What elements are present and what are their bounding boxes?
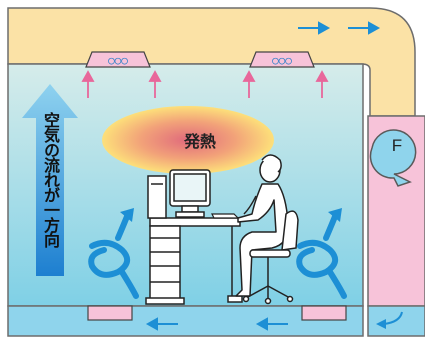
airflow-direction-arrow [22, 84, 78, 276]
floor-grille-left [87, 305, 133, 321]
filter-vents-left: ○○○ [108, 54, 128, 67]
floor-return-arrows [145, 317, 288, 331]
filter-vents-right: ○○○ [272, 54, 292, 67]
keyboard [211, 213, 240, 219]
heat-label: 発熱 [183, 132, 216, 151]
fan-label: F [391, 136, 403, 155]
ceiling-filter-right [249, 51, 315, 68]
airflow-direction-label: 空気の流れが一方向 [41, 112, 60, 247]
pc-tower [147, 175, 167, 219]
seated-person [235, 154, 289, 297]
duct-flow-arrows [298, 21, 381, 35]
air-swirl-left [88, 208, 139, 299]
heat-cloud [102, 106, 274, 174]
desk [145, 217, 243, 305]
floor-grille-right [301, 305, 347, 321]
office-chair [242, 210, 299, 305]
return-turn-arrow [376, 311, 403, 329]
supply-air-arrows [81, 70, 329, 98]
computer-monitor [169, 169, 211, 218]
fan-casing [369, 129, 417, 187]
air-swirl-right [296, 208, 347, 299]
ceiling-filter-left [85, 51, 151, 68]
